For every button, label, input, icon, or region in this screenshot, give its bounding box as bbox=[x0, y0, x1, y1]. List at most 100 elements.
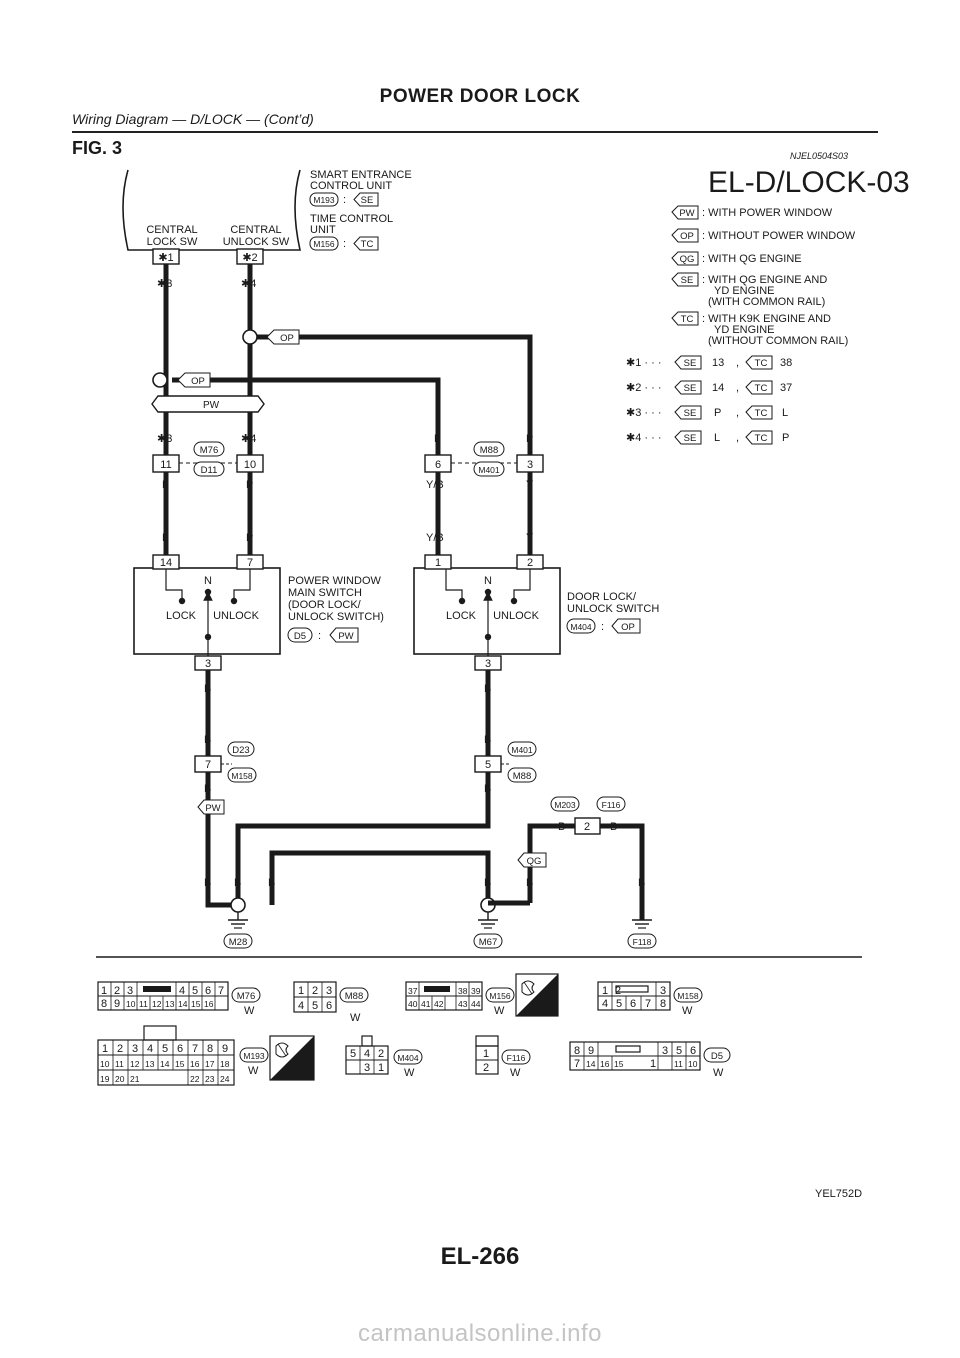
svg-text:OP: OP bbox=[191, 376, 205, 387]
svg-text:21: 21 bbox=[130, 1074, 140, 1084]
svg-text:43: 43 bbox=[458, 999, 468, 1009]
svg-text:N: N bbox=[484, 575, 492, 587]
svg-text:W: W bbox=[682, 1005, 693, 1017]
svg-text:L: L bbox=[434, 433, 440, 445]
svg-text:P: P bbox=[246, 532, 253, 544]
svg-text:: WITH QG ENGINE AND: : WITH QG ENGINE AND bbox=[702, 274, 827, 286]
svg-text:1: 1 bbox=[483, 1048, 489, 1060]
watermark: carmanualsonline.info bbox=[358, 1320, 602, 1347]
svg-text:F116: F116 bbox=[602, 800, 621, 810]
svg-text:17: 17 bbox=[205, 1059, 215, 1069]
svg-text:42: 42 bbox=[434, 999, 444, 1009]
page-title: POWER DOOR LOCK bbox=[379, 86, 581, 107]
svg-text:,: , bbox=[736, 382, 739, 394]
svg-text:,: , bbox=[736, 407, 739, 419]
svg-text:PW: PW bbox=[205, 803, 220, 814]
svg-text:OP: OP bbox=[680, 231, 694, 242]
svg-text:13: 13 bbox=[145, 1059, 155, 1069]
svg-text:15: 15 bbox=[191, 999, 201, 1009]
svg-text::: : bbox=[601, 621, 604, 633]
svg-text:13: 13 bbox=[165, 999, 175, 1009]
svg-text:SE: SE bbox=[361, 195, 374, 206]
svg-text:M158: M158 bbox=[231, 771, 253, 781]
svg-text:LOCK SW: LOCK SW bbox=[147, 236, 198, 248]
svg-text:W: W bbox=[248, 1065, 259, 1077]
svg-text:44: 44 bbox=[471, 999, 481, 1009]
svg-text:1: 1 bbox=[102, 1043, 108, 1055]
svg-text:QG: QG bbox=[527, 856, 542, 867]
svg-text:P: P bbox=[714, 407, 721, 419]
svg-text:8: 8 bbox=[207, 1043, 213, 1055]
svg-text:3: 3 bbox=[326, 985, 332, 997]
svg-text:F116: F116 bbox=[507, 1053, 526, 1063]
svg-text:7: 7 bbox=[205, 759, 211, 771]
svg-text:F118: F118 bbox=[633, 937, 652, 947]
svg-text::: : bbox=[318, 630, 321, 642]
svg-text:Y/B: Y/B bbox=[426, 479, 444, 491]
svg-text:38: 38 bbox=[458, 986, 468, 996]
svg-text:D11: D11 bbox=[201, 465, 218, 476]
svg-text:B: B bbox=[204, 783, 211, 795]
svg-text:SE: SE bbox=[684, 358, 697, 369]
svg-text:7: 7 bbox=[247, 557, 253, 569]
svg-text:16: 16 bbox=[600, 1059, 610, 1069]
svg-text:B: B bbox=[204, 683, 211, 695]
svg-text:4: 4 bbox=[147, 1043, 153, 1055]
svg-text:✱3: ✱3 bbox=[157, 433, 172, 445]
svg-text:3: 3 bbox=[485, 658, 491, 670]
figure-label: FIG. 3 bbox=[72, 138, 123, 158]
svg-text:M88: M88 bbox=[345, 991, 363, 1002]
svg-text:4: 4 bbox=[602, 998, 608, 1010]
page-number: EL-266 bbox=[440, 1243, 520, 1270]
svg-text:B: B bbox=[484, 783, 491, 795]
svg-text:18: 18 bbox=[220, 1059, 230, 1069]
svg-text:2: 2 bbox=[483, 1062, 489, 1074]
svg-text:2: 2 bbox=[527, 557, 533, 569]
svg-text:13: 13 bbox=[712, 357, 724, 369]
svg-text:✱2 · · ·: ✱2 · · · bbox=[626, 382, 662, 394]
svg-text:M76: M76 bbox=[200, 445, 218, 456]
svg-text:11: 11 bbox=[115, 1059, 124, 1069]
svg-text:PW: PW bbox=[338, 631, 353, 642]
svg-text:: WITH QG ENGINE: : WITH QG ENGINE bbox=[702, 253, 802, 265]
figure-reference: YEL752D bbox=[815, 1188, 863, 1200]
svg-text:UNLOCK: UNLOCK bbox=[493, 610, 540, 622]
svg-text:5: 5 bbox=[676, 1045, 682, 1057]
svg-text:M404: M404 bbox=[570, 622, 592, 632]
svg-text:15: 15 bbox=[614, 1059, 624, 1069]
svg-text:✱3: ✱3 bbox=[157, 278, 172, 290]
svg-text:14: 14 bbox=[586, 1059, 596, 1069]
svg-text:L: L bbox=[782, 407, 788, 419]
svg-text:M88: M88 bbox=[513, 771, 531, 782]
svg-text:W: W bbox=[510, 1067, 521, 1079]
hs-badge-m156: H.S. bbox=[515, 973, 559, 1017]
svg-text:TC: TC bbox=[681, 314, 694, 325]
svg-text:W: W bbox=[713, 1067, 724, 1079]
svg-text:L: L bbox=[162, 479, 168, 491]
svg-text:TC: TC bbox=[755, 383, 768, 394]
svg-text:B: B bbox=[526, 877, 533, 889]
connector-m401-m88: 5 M401 M88 bbox=[474, 741, 537, 783]
svg-text:B: B bbox=[234, 877, 241, 889]
svg-text:11: 11 bbox=[674, 1059, 683, 1069]
svg-text:OP: OP bbox=[621, 622, 635, 633]
svg-text:3: 3 bbox=[660, 985, 666, 997]
control-unit-box: CENTRAL LOCK SW CENTRAL UNLOCK SW bbox=[122, 169, 301, 251]
svg-text:M193: M193 bbox=[313, 195, 335, 205]
svg-text:14: 14 bbox=[178, 999, 188, 1009]
svg-text:YD ENGINE: YD ENGINE bbox=[714, 324, 775, 336]
svg-text:✱4: ✱4 bbox=[241, 278, 256, 290]
svg-text:5: 5 bbox=[350, 1048, 356, 1060]
svg-text:M404: M404 bbox=[397, 1053, 419, 1063]
svg-text:3: 3 bbox=[132, 1043, 138, 1055]
svg-text:UNLOCK SWITCH: UNLOCK SWITCH bbox=[567, 603, 659, 615]
svg-text:6: 6 bbox=[630, 998, 636, 1010]
svg-text:B: B bbox=[558, 821, 565, 833]
svg-text:19: 19 bbox=[100, 1074, 110, 1084]
svg-text:2: 2 bbox=[117, 1043, 123, 1055]
svg-text:DOOR LOCK/: DOOR LOCK/ bbox=[567, 591, 637, 603]
svg-text:10: 10 bbox=[688, 1059, 698, 1069]
